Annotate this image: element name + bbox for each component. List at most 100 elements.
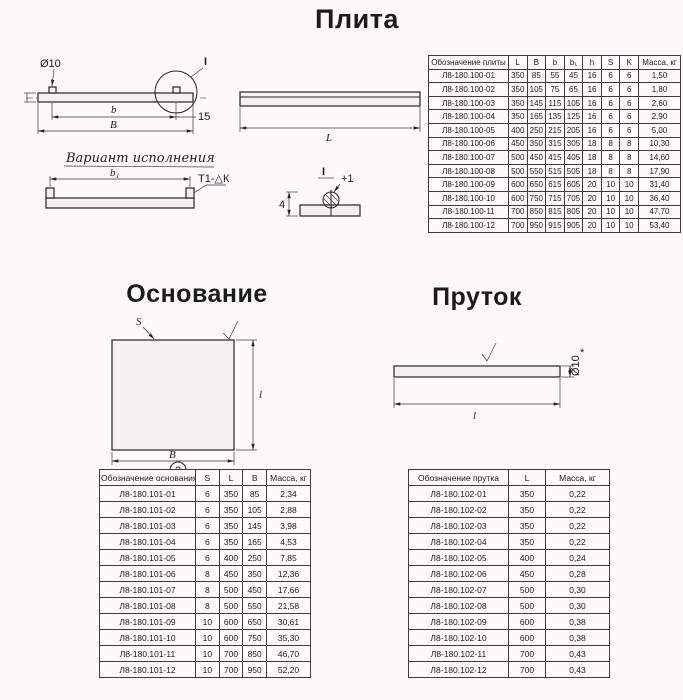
table-cell: 35,30 (266, 629, 311, 646)
prutok-drawing: * Ø10 l (393, 342, 585, 422)
table-cell: 1,50 (638, 68, 681, 84)
weld-leader (193, 184, 226, 194)
table-cell: 20 (582, 177, 602, 192)
table-cell: 505 (563, 163, 584, 179)
table-cell: 10 (600, 177, 621, 192)
table-cell: 7,85 (266, 549, 311, 566)
table-cell: 6 (600, 122, 621, 138)
table-cell: 400 (508, 122, 528, 138)
table-cell: 18 (582, 163, 602, 179)
table-cell: 650 (242, 613, 267, 630)
table-cell: 10 (619, 204, 639, 220)
plate-pin-left (48, 86, 57, 94)
column-header: L (508, 469, 546, 486)
table-cell: Л8-180.101-02 (99, 501, 196, 518)
detail-callout-label: I (204, 56, 207, 68)
table-cell: 16 (582, 109, 602, 124)
table-cell: 350 (218, 517, 244, 534)
thickness-label: S (136, 316, 142, 328)
table-cell: 500 (218, 597, 244, 614)
table-cell: 350 (508, 68, 528, 84)
table-cell: 0,38 (545, 629, 610, 646)
column-header: Обозначение прутка (408, 469, 509, 486)
table-cell: 10 (195, 661, 220, 678)
table-cell: Л8-180.100-03 (428, 95, 509, 111)
table-cell: 2,88 (266, 501, 311, 518)
table-cell: 53,40 (638, 218, 681, 233)
table-cell: 615 (545, 177, 565, 192)
table-cell: 6 (619, 95, 639, 111)
table-cell: 600 (508, 629, 546, 646)
table-cell: Л8-180.100-11 (428, 204, 509, 220)
table-cell: Л8-180.101-11 (99, 645, 196, 662)
column-header: S (195, 469, 220, 486)
dim-label-b1: b₁ (110, 167, 120, 179)
detail-plate-body (299, 204, 361, 217)
table-cell: 350 (508, 501, 546, 518)
table-cell: 6 (600, 109, 621, 124)
table-cell: 350 (508, 95, 528, 111)
table-cell: 850 (242, 645, 267, 662)
table-cell: 400 (218, 549, 244, 566)
table-cell: 16 (582, 122, 602, 138)
table-cell: Л8-180.102-07 (408, 581, 509, 598)
table-cell: 0,38 (545, 613, 610, 630)
weld-hatch (325, 194, 337, 206)
table-cell: 8 (195, 597, 220, 614)
table-cell: 16 (582, 68, 602, 84)
column-header: Обозначение основания (99, 469, 196, 486)
weld-hatch (323, 198, 333, 208)
table-cell: 500 (508, 150, 528, 165)
table-cell: Л8-180.100-04 (428, 109, 509, 124)
table-cell: 16 (582, 95, 602, 111)
table-cell: 815 (545, 204, 565, 220)
table-cell: 105 (563, 95, 584, 111)
table-cell: 165 (242, 533, 267, 550)
table-cell: 16 (582, 82, 602, 97)
table-cell: 400 (508, 549, 546, 566)
table-cell: 250 (242, 549, 267, 566)
table-cell: 805 (563, 204, 584, 220)
table-cell: 0,22 (545, 485, 610, 502)
table-cell: Л8-180.100-06 (428, 136, 509, 152)
table-cell: 205 (563, 122, 584, 138)
table-cell: 700 (508, 661, 546, 678)
table-cell: 8 (195, 581, 220, 598)
table-cell: 515 (545, 163, 565, 179)
table-cell: 350 (508, 533, 546, 550)
column-header: L (508, 55, 528, 70)
dim-label-B: B (169, 449, 176, 461)
table-cell: 0,30 (545, 581, 610, 598)
table-cell: 17,90 (638, 163, 681, 179)
table-cell: 105 (242, 501, 267, 518)
table-cell: 350 (218, 501, 244, 518)
table-cell: 2,90 (638, 109, 681, 124)
osnovanie-section-title: Основание (126, 280, 268, 308)
table-cell: 415 (545, 150, 565, 165)
thickness-leader (142, 326, 155, 340)
table-cell: 20 (582, 204, 602, 220)
weld-mark-label: Т1-△К (198, 173, 230, 185)
table-cell: 8 (600, 163, 621, 179)
table-cell: 715 (545, 190, 565, 206)
table-cell: Л8-180.100-09 (428, 177, 509, 192)
table-cell: 8 (195, 565, 220, 582)
